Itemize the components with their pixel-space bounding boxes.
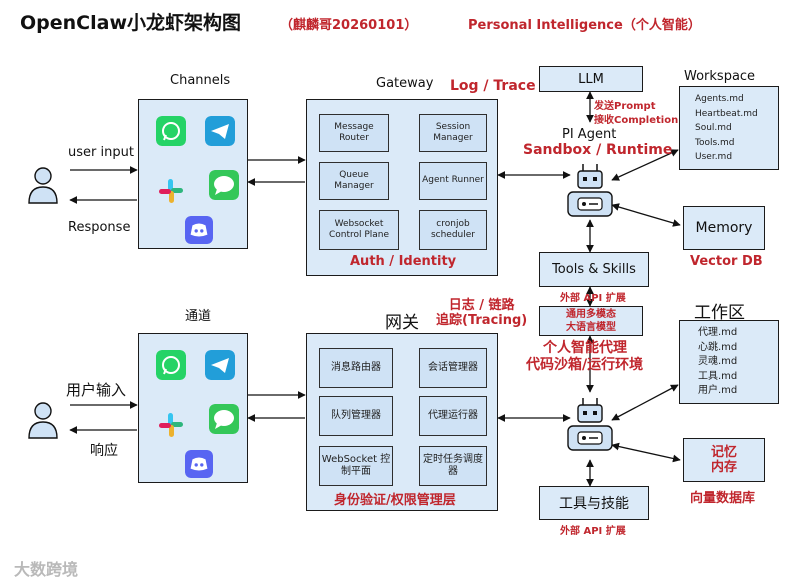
channels-label: Channels xyxy=(170,73,231,88)
websocket-control-plane: Websocket Control Plane xyxy=(319,210,399,250)
cn-gateway-box: 消息路由器 会话管理器 队列管理器 代理运行器 WebSocket 控制平面 定… xyxy=(306,333,498,511)
cronjob-scheduler: cronjob scheduler xyxy=(419,210,487,250)
cn-channels-box xyxy=(138,333,248,483)
send-prompt-label: 发送Prompt xyxy=(594,101,656,112)
cn-tools-skills-box: 工具与技能 xyxy=(539,486,649,520)
cn-workspace-label: 工作区 xyxy=(694,303,745,323)
messages-icon xyxy=(209,170,239,200)
cn-queue-manager: 队列管理器 xyxy=(319,396,393,436)
recv-completion-label: 接收Completion xyxy=(594,115,679,126)
workspace-item: Agents.md xyxy=(695,94,744,104)
discord-icon xyxy=(185,216,213,244)
cn-user-input-label: 用户输入 xyxy=(66,381,127,399)
cn-log-trace-label: 日志 / 链路 追踪(Tracing) xyxy=(436,298,528,328)
cn-external-api-label: 外部 API 扩展 xyxy=(560,526,626,537)
messages-icon xyxy=(209,404,239,434)
sandbox-runtime-label: Sandbox / Runtime xyxy=(523,142,673,158)
discord-icon xyxy=(185,450,213,478)
cn-vector-db-label: 向量数据库 xyxy=(690,491,756,506)
page-title: OpenClaw小龙虾架构图 xyxy=(20,12,241,34)
workspace-item: Soul.md xyxy=(695,123,732,133)
log-trace-label: Log / Trace xyxy=(450,78,536,94)
session-manager: Session Manager xyxy=(419,114,487,152)
arrow-agent-memory xyxy=(611,203,681,227)
auth-identity-label: Auth / Identity xyxy=(350,254,457,269)
pi-agent-label: PI Agent xyxy=(562,127,617,142)
user-icon xyxy=(28,167,58,204)
tools-skills-box: Tools & Skills xyxy=(539,252,649,287)
channels-box xyxy=(138,99,248,249)
cn-llm-box: 通用多模态 大语言模型 xyxy=(539,306,643,336)
cn-message-router: 消息路由器 xyxy=(319,348,393,388)
user-input-label: user input xyxy=(68,145,134,160)
workspace-item: Tools.md xyxy=(695,137,735,148)
response-label: Response xyxy=(68,220,131,235)
queue-manager: Queue Manager xyxy=(319,162,389,200)
arrow-cn-agent-memory xyxy=(611,442,681,463)
cn-cronjob-scheduler: 定时任务调度器 xyxy=(419,446,487,486)
watermark: 大数跨境 xyxy=(14,560,79,579)
workspace-item: 代理.md xyxy=(698,327,738,338)
arrow-cn-agent-workspace xyxy=(611,384,679,421)
memory-box: Memory xyxy=(683,206,765,250)
telegram-icon xyxy=(205,116,235,146)
page-tagline: Personal Intelligence（个人智能） xyxy=(468,18,701,33)
workspace-item: 用户.md xyxy=(698,385,738,396)
workspace-label: Workspace xyxy=(684,69,756,84)
workspace-item: 工具.md xyxy=(698,370,738,382)
message-router: Message Router xyxy=(319,114,389,152)
workspace-list: Agents.md Heartbeat.md Soul.md Tools.md … xyxy=(695,92,758,165)
cn-workspace-box: 代理.md 心跳.md 灵魂.md 工具.md 用户.md xyxy=(679,320,779,404)
cn-auth-label: 身份验证/权限管理层 xyxy=(334,493,456,508)
telegram-icon xyxy=(205,350,235,380)
robot-icon xyxy=(567,164,613,217)
gateway-label: Gateway xyxy=(376,76,434,91)
gateway-box: Message Router Session Manager Queue Man… xyxy=(306,99,498,276)
cn-workspace-list: 代理.md 心跳.md 灵魂.md 工具.md 用户.md xyxy=(698,326,737,399)
llm-box: LLM xyxy=(539,66,643,92)
workspace-item: 灵魂.md xyxy=(698,356,738,367)
cn-sandbox-label: 代码沙箱/运行环境 xyxy=(526,357,644,373)
workspace-item: Heartbeat.md xyxy=(695,108,758,119)
cn-pi-agent-label: 个人智能代理 xyxy=(543,340,627,356)
slack-icon xyxy=(159,413,183,437)
cn-websocket-control-plane: WebSocket 控制平面 xyxy=(319,446,393,486)
workspace-item: User.md xyxy=(695,152,733,162)
user-icon xyxy=(28,402,58,439)
agent-runner: Agent Runner xyxy=(419,162,487,200)
workspace-item: 心跳.md xyxy=(698,341,738,353)
cn-memory-box: 记忆 内存 xyxy=(683,438,765,482)
cn-gateway-label: 网关 xyxy=(385,313,419,333)
page-subtitle: （麒麟哥20260101） xyxy=(280,18,418,33)
slack-icon xyxy=(159,179,183,203)
cn-agent-runner: 代理运行器 xyxy=(419,396,487,436)
cn-response-label: 响应 xyxy=(90,443,118,459)
arrow-agent-workspace xyxy=(611,149,679,181)
cn-channels-label: 通道 xyxy=(185,309,212,324)
workspace-box: Agents.md Heartbeat.md Soul.md Tools.md … xyxy=(679,86,779,170)
external-api-label: 外部 API 扩展 xyxy=(560,293,626,304)
vector-db-label: Vector DB xyxy=(690,254,763,269)
cn-session-manager: 会话管理器 xyxy=(419,348,487,388)
robot-icon xyxy=(567,398,613,451)
whatsapp-icon xyxy=(156,116,186,146)
whatsapp-icon xyxy=(156,350,186,380)
